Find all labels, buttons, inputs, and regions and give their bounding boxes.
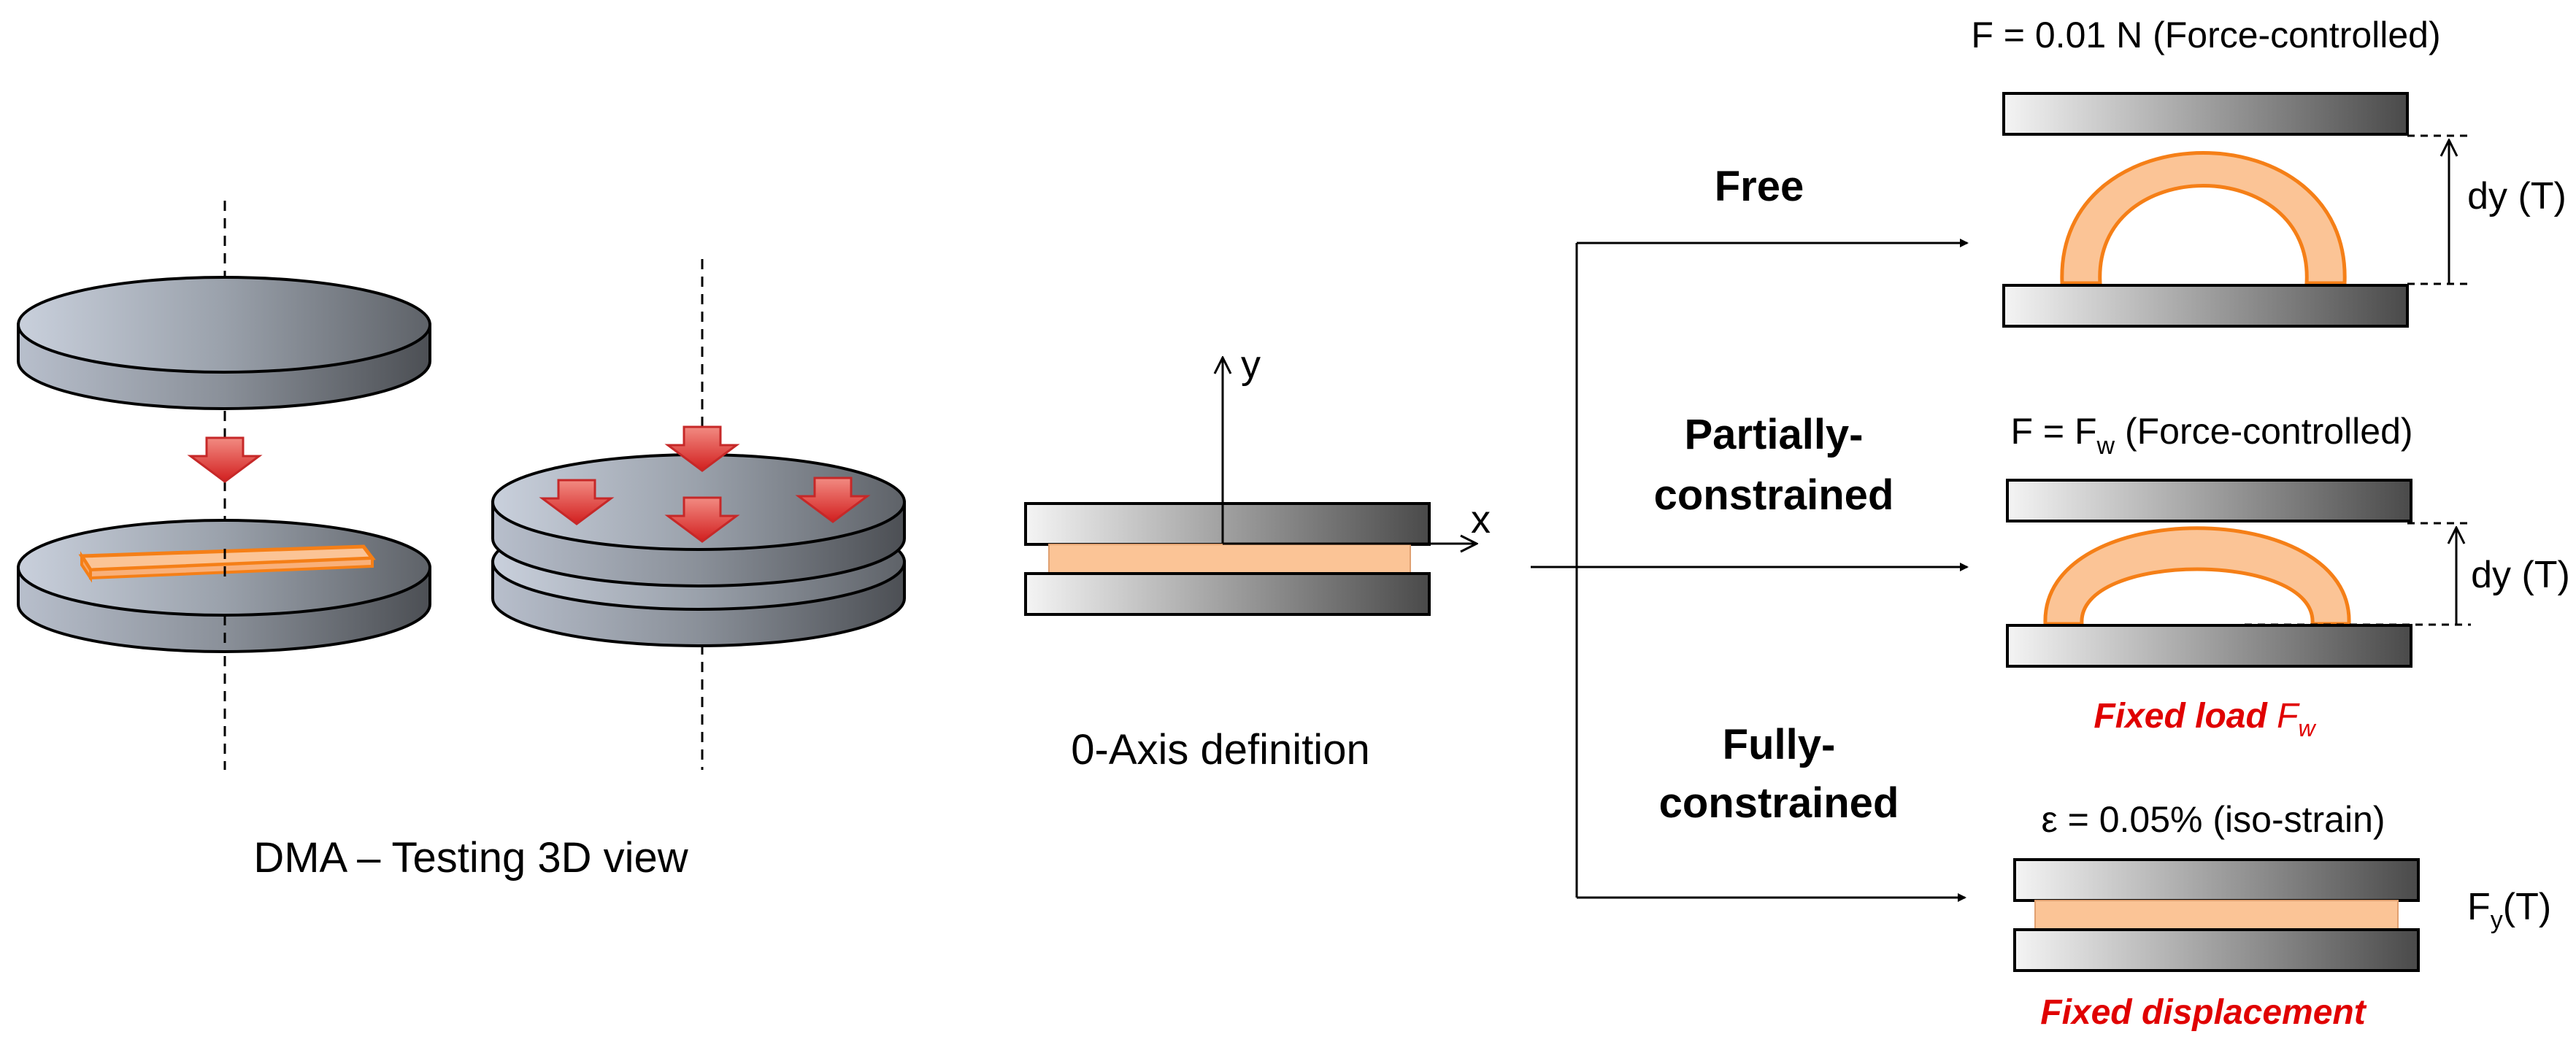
compression-arrow — [187, 436, 263, 483]
partial-note: Fixed load Fw — [2094, 697, 2316, 741]
full-measure: Fy(T) — [2467, 886, 2551, 934]
case-partial-label-line2: constrained — [1654, 471, 1894, 519]
sample-full — [2034, 900, 2399, 930]
dma-caption: DMA – Testing 3D view — [253, 834, 688, 882]
sample-layer — [1048, 544, 1411, 574]
full-note: Fixed displacement — [2040, 993, 2367, 1032]
partial-condition: F = Fw (Force-controlled) — [2010, 411, 2412, 460]
bent-sample-free — [2060, 151, 2347, 285]
upper-disk — [17, 276, 431, 410]
full-case: ε = 0.05% (iso-strain) Fy(T) Fixed displ… — [2013, 799, 2551, 1032]
lower-plate — [1024, 572, 1431, 616]
y-axis-label: y — [1241, 343, 1261, 387]
axis-definition: y x 0-Axis definition — [1024, 343, 1491, 774]
case-partial-label-line1: Partially- — [1685, 411, 1864, 458]
case-free-label: Free — [1715, 163, 1804, 210]
branch-arrows — [1531, 239, 1969, 902]
free-measure: dy (T) — [2467, 175, 2567, 217]
partial-measure: dy (T) — [2471, 554, 2570, 596]
full-condition: ε = 0.05% (iso-strain) — [2041, 799, 2385, 840]
lower-disk — [17, 519, 431, 653]
bent-sample-partial — [2043, 526, 2351, 626]
free-condition: F = 0.01 N (Force-controlled) — [1971, 15, 2440, 55]
upper-plate — [1024, 502, 1431, 546]
sample-strip-3d — [78, 544, 376, 583]
distributed-load-arrows — [539, 425, 871, 543]
free-case: F = 0.01 N (Force-controlled) dy (T) — [1971, 15, 2567, 328]
dma-3d-view: DMA – Testing 3D view — [17, 201, 906, 882]
axis-caption: 0-Axis definition — [1071, 726, 1369, 774]
x-axis-label: x — [1471, 498, 1491, 541]
case-full-label-line2: constrained — [1659, 779, 1899, 827]
partial-case: F = Fw (Force-controlled) dy (T) Fixed l… — [2006, 411, 2570, 741]
case-full-label-line1: Fully- — [1723, 721, 1836, 768]
